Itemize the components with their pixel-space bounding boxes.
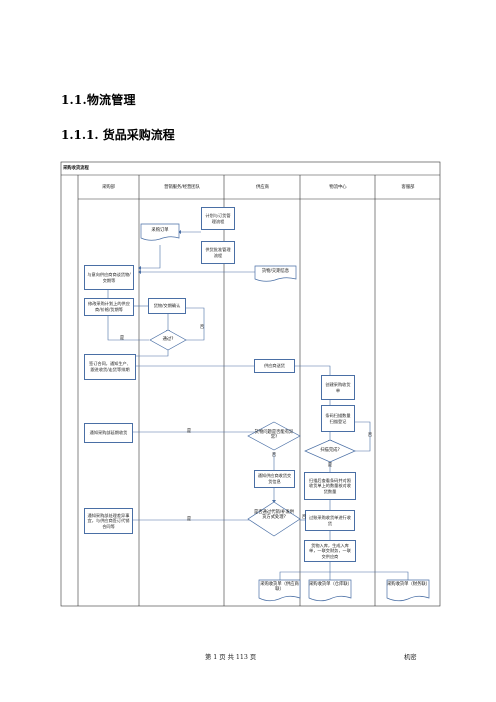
heading-2: 1.1.1. 货品采购流程	[61, 128, 175, 142]
sign-contract-node: 签订合同，通知生产、跟进收货/走货等排期	[84, 354, 136, 380]
confidential-label: 机密	[404, 654, 417, 661]
decision-issue	[247, 421, 301, 451]
confirm-supplier-node: 与意向供应商商谈货物/交期等	[84, 265, 134, 290]
edge-yes-3: 是	[186, 429, 192, 434]
scan-check-node: 条码扫描数量扫描登记	[321, 405, 355, 432]
notify-supplier-delay-node: 通知采购部延期收货	[84, 423, 133, 443]
lane-logistics: 物流中心	[329, 185, 347, 190]
goods-confirm-node: 货物/交期确认	[148, 298, 186, 314]
issue-problem-label: 货物问题是否能有异常?	[254, 430, 294, 441]
purchase-order-doc	[140, 223, 180, 241]
plan-process: 计划与订货管理流程	[201, 207, 235, 230]
heading-1: 1.1.物流管理	[61, 93, 136, 107]
doc-finance-copy-label: 采购收货单（财务联）	[387, 582, 430, 587]
modify-plan-node: 修改采购计划上的供应商/价格/货期等	[84, 298, 134, 316]
edge-yes-1: 是	[119, 336, 125, 341]
edge-no-4: 否	[301, 515, 307, 520]
flow-title: 采购收货流程	[63, 166, 89, 171]
decision-approved	[149, 329, 187, 351]
doc-warehouse-copy-label: 采购收货单（仓库联）	[309, 582, 352, 587]
supplier-mgmt-process: 供货批准管理流程	[201, 241, 235, 264]
approved-label: 通过?	[162, 337, 174, 342]
lane-customer-service: 客服部	[401, 185, 415, 190]
lane-supplier: 供应商	[256, 185, 269, 190]
lane-purchasing: 采购部	[102, 185, 115, 190]
edge-no-1: 否	[199, 325, 205, 330]
goods-info-doc	[254, 265, 297, 282]
doc-finance-copy	[386, 579, 430, 602]
notify-purchase-handle-node: 通知采购部处理差异事宜，与供应商签订代销合同等	[84, 508, 133, 534]
goods-info-label: 货物/交期信息	[261, 269, 290, 274]
purchase-order-label: 采购订单	[151, 228, 169, 233]
supplier-ship-node: 供应商送货	[254, 359, 295, 373]
notify-warehouse-node: 通知供应商收货交货信息	[254, 470, 295, 488]
doc-supplier-copy-label: 采购收货单（供应商联）	[260, 582, 299, 593]
stock-in-node: 货物入库，生成入库单，一联交财务，一联交供应商	[304, 540, 356, 562]
edge-yes-2: 是	[327, 463, 333, 468]
doc-supplier-copy	[258, 579, 301, 602]
supplier-agree-label: 是否通过代销/补发供货方式处理?	[253, 510, 295, 521]
create-receipt-node: 创建采购收货单	[321, 375, 355, 400]
lane-marketing: 营销服务/经营团队	[164, 185, 200, 190]
decision-supplier-agree	[247, 501, 301, 537]
scan-diff-node: 扫描后查看条码并对照收货单上的数量核对收货数量	[304, 472, 356, 500]
check-complete-label: 扫描完成?	[320, 448, 340, 453]
edge-no-3: 否	[271, 453, 277, 458]
edge-no-2: 否	[367, 433, 373, 438]
doc-warehouse-copy	[308, 579, 352, 602]
post-receipt-node: 过账采购收货单进行收货	[305, 510, 355, 531]
page-number: 第 1 页 共 113 页	[205, 654, 257, 661]
edge-yes-4: 是	[186, 517, 192, 522]
decision-scan-complete	[304, 439, 356, 463]
